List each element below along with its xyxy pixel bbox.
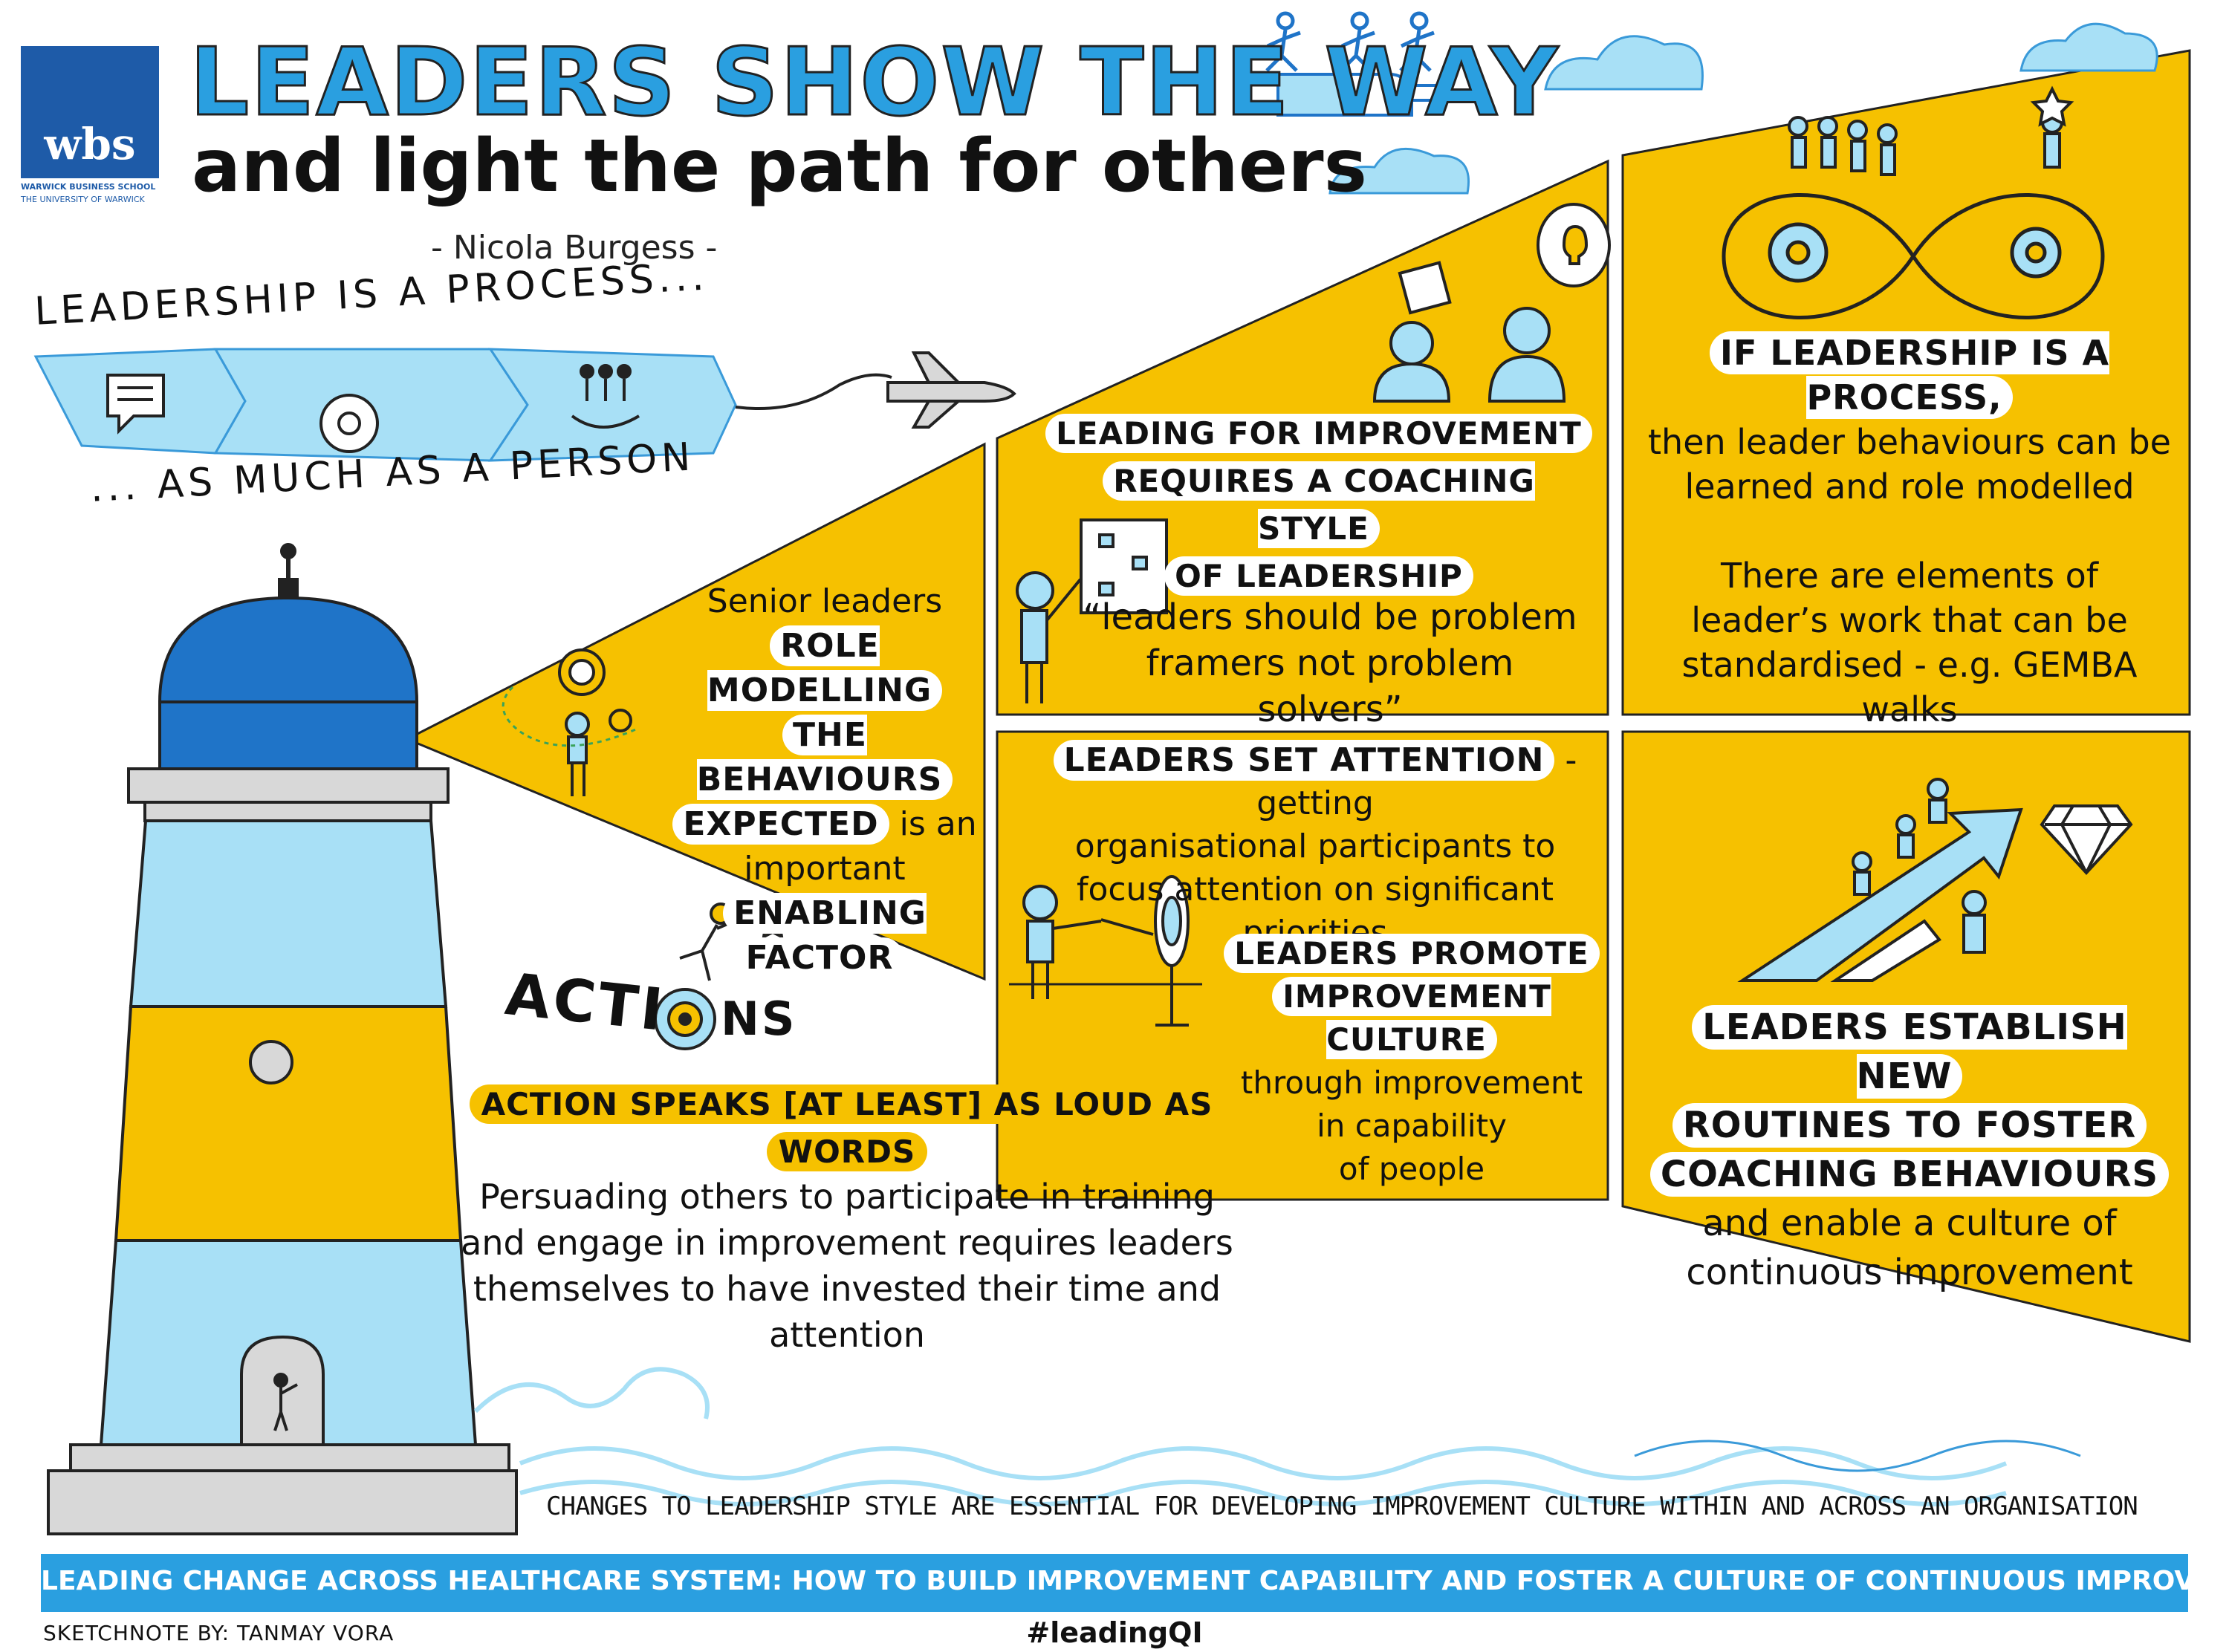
author: - Nicola Burgess - bbox=[431, 229, 718, 267]
clouds bbox=[1328, 22, 2158, 195]
attention-line-7: of people bbox=[1338, 1151, 1485, 1187]
actions-body-3: themselves to have invested their time a… bbox=[473, 1269, 1221, 1309]
gear-icon bbox=[319, 394, 379, 453]
logo-line-1: WARWICK BUSINESS SCHOOL bbox=[21, 182, 156, 192]
beam-left-panel bbox=[404, 442, 986, 981]
lighthouse bbox=[47, 543, 518, 1535]
beam-left-line-3: important bbox=[744, 850, 906, 888]
footer-bar-text: LEADING CHANGE ACROSS HEALTHCARE SYSTEM:… bbox=[41, 1566, 2188, 1596]
footer-tagline: CHANGES TO LEADERSHIP STYLE ARE ESSENTIA… bbox=[546, 1492, 2138, 1521]
coaching-quote-1: “leaders should be problem bbox=[1083, 596, 1577, 638]
cloud-2 bbox=[1328, 147, 1470, 195]
attention-hl-1: LEADERS SET ATTENTION bbox=[1053, 740, 1555, 781]
process-panel-text: IF LEADERSHIP IS A PROCESS, then leader … bbox=[1635, 331, 2184, 732]
process-line-6: walks bbox=[1861, 689, 1958, 729]
routines-line-2: continuous improvement bbox=[1686, 1252, 2133, 1293]
process-line-1: then leader behaviours can be bbox=[1648, 422, 2171, 462]
cloud-1 bbox=[1544, 35, 1704, 91]
process-line-5: standardised - e.g. GEMBA bbox=[1681, 645, 2138, 685]
person-in-door-icon bbox=[273, 1373, 298, 1431]
logo-mark: wbs bbox=[44, 119, 136, 169]
actions-word-b: NS bbox=[721, 992, 797, 1046]
routines-line-1: and enable a culture of bbox=[1702, 1203, 2117, 1244]
coaching-hl-2: REQUIRES A COACHING STYLE bbox=[1103, 461, 1535, 548]
routines-hl-2: ROUTINES TO FOSTER bbox=[1672, 1103, 2147, 1148]
actions-hl-2: WORDS bbox=[766, 1132, 928, 1171]
tower-window bbox=[249, 1040, 293, 1084]
attention-line-1: - getting bbox=[1256, 741, 1577, 822]
actions-body-2: and engage in improvement requires leade… bbox=[461, 1223, 1233, 1263]
star-icon bbox=[2030, 85, 2074, 127]
sketchnote-credit: SKETCHNOTE BY: TANMAY VORA bbox=[43, 1621, 395, 1645]
question-bubble-icon bbox=[1398, 261, 1452, 315]
process-line-3: There are elements of bbox=[1721, 556, 2098, 596]
cloud-3 bbox=[2019, 22, 2158, 72]
wbs-logo bbox=[21, 46, 159, 178]
airplane-icon bbox=[886, 351, 1016, 429]
growth-arrow-icon bbox=[1737, 778, 2023, 982]
attention-line-2: organisational participants to bbox=[1074, 827, 1556, 865]
tower-stripe-top bbox=[129, 819, 448, 1008]
attention-hl-3: IMPROVEMENT CULTURE bbox=[1272, 977, 1551, 1059]
actions-body-4: attention bbox=[769, 1315, 925, 1355]
sea-waves bbox=[473, 1367, 2081, 1506]
attention-hl-2: LEADERS PROMOTE bbox=[1224, 934, 1600, 973]
routines-hl-1: LEADERS ESTABLISH NEW bbox=[1692, 1005, 2127, 1099]
chat-icon bbox=[106, 374, 165, 435]
people-hands-icon bbox=[571, 364, 640, 429]
footer-bar bbox=[41, 1554, 2188, 1612]
beam-left-line-2: is an bbox=[899, 805, 977, 843]
tower-stripe-yellow bbox=[114, 1005, 463, 1242]
actions-heading: ACTION SPEAKS [AT LEAST] AS LOUD AS WORD… bbox=[461, 1081, 1233, 1176]
beam-left-line-1: Senior leaders bbox=[707, 582, 943, 620]
beam-left-text: Senior leaders ROLE MODELLING THE BEHAVI… bbox=[654, 579, 996, 981]
runners-icon bbox=[1265, 11, 1435, 72]
diamond-icon bbox=[2040, 804, 2133, 875]
routines-hl-3: COACHING BEHAVIOURS bbox=[1649, 1152, 2170, 1197]
coaching-hl-1: LEADING FOR IMPROVEMENT bbox=[1045, 414, 1592, 453]
coaching-quote: “leaders should be problem framers not p… bbox=[1070, 594, 1590, 732]
promote-panel-text: LEADERS PROMOTE IMPROVEMENT CULTURE thro… bbox=[1215, 932, 1609, 1191]
routines-panel-text: LEADERS ESTABLISH NEW ROUTINES TO FOSTER… bbox=[1642, 1003, 2177, 1297]
attention-line-3: focus attention on significant bbox=[1076, 871, 1554, 908]
leader-compass-icon bbox=[502, 648, 640, 796]
actions-body-1: Persuading others to participate in trai… bbox=[479, 1177, 1215, 1217]
coaching-quote-2: framers not problem solvers” bbox=[1146, 643, 1514, 730]
attention-line-6: in capability bbox=[1317, 1108, 1507, 1144]
process-hl-1: IF LEADERSHIP IS A PROCESS, bbox=[1709, 331, 2110, 419]
attention-line-5: through improvement bbox=[1240, 1064, 1583, 1101]
beam-left-hl-2: THE BEHAVIOURS bbox=[696, 715, 953, 800]
coaching-people-icon bbox=[1372, 203, 1611, 403]
actions-body: Persuading others to participate in trai… bbox=[446, 1174, 1248, 1358]
beam-left-hl-4: ENABLING FACTOR bbox=[723, 893, 927, 978]
beam-left-hl-3: EXPECTED bbox=[672, 804, 889, 845]
problem-framer-icon bbox=[1016, 518, 1168, 703]
pointing-hand-icon bbox=[1276, 73, 1451, 117]
lighthouse-lantern bbox=[158, 700, 418, 770]
lighthouse-base-top bbox=[69, 1443, 510, 1472]
process-line-2: learned and role modelled bbox=[1684, 466, 2135, 507]
infinity-loop-icon bbox=[1722, 193, 2105, 319]
page-title: LEADERS SHOW THE WAY bbox=[189, 27, 1560, 137]
lighthouse-dome bbox=[158, 596, 419, 703]
page-subtitle: and light the path for others bbox=[192, 124, 1367, 209]
coaching-panel-heading: LEADING FOR IMPROVEMENT REQUIRES A COACH… bbox=[1040, 410, 1597, 600]
target-icon bbox=[1009, 875, 1202, 1027]
process-banner bbox=[33, 348, 1016, 462]
actions-hl-1: ACTION SPEAKS [AT LEAST] AS LOUD AS bbox=[469, 1084, 1225, 1124]
beam-left-hl-1: ROLE MODELLING bbox=[707, 625, 943, 711]
logo-line-2: THE UNIVERSITY OF WARWICK bbox=[21, 195, 145, 204]
lighthouse-base bbox=[47, 1469, 518, 1535]
attention-panel-text: LEADERS SET ATTENTION - getting organisa… bbox=[1025, 739, 1605, 955]
process-line-4: leader’s work that can be bbox=[1691, 600, 2128, 640]
team-figures-icon bbox=[1788, 85, 2074, 176]
hashtag: #leadingQI bbox=[1026, 1616, 1203, 1649]
coaching-hl-3: OF LEADERSHIP bbox=[1164, 556, 1473, 596]
